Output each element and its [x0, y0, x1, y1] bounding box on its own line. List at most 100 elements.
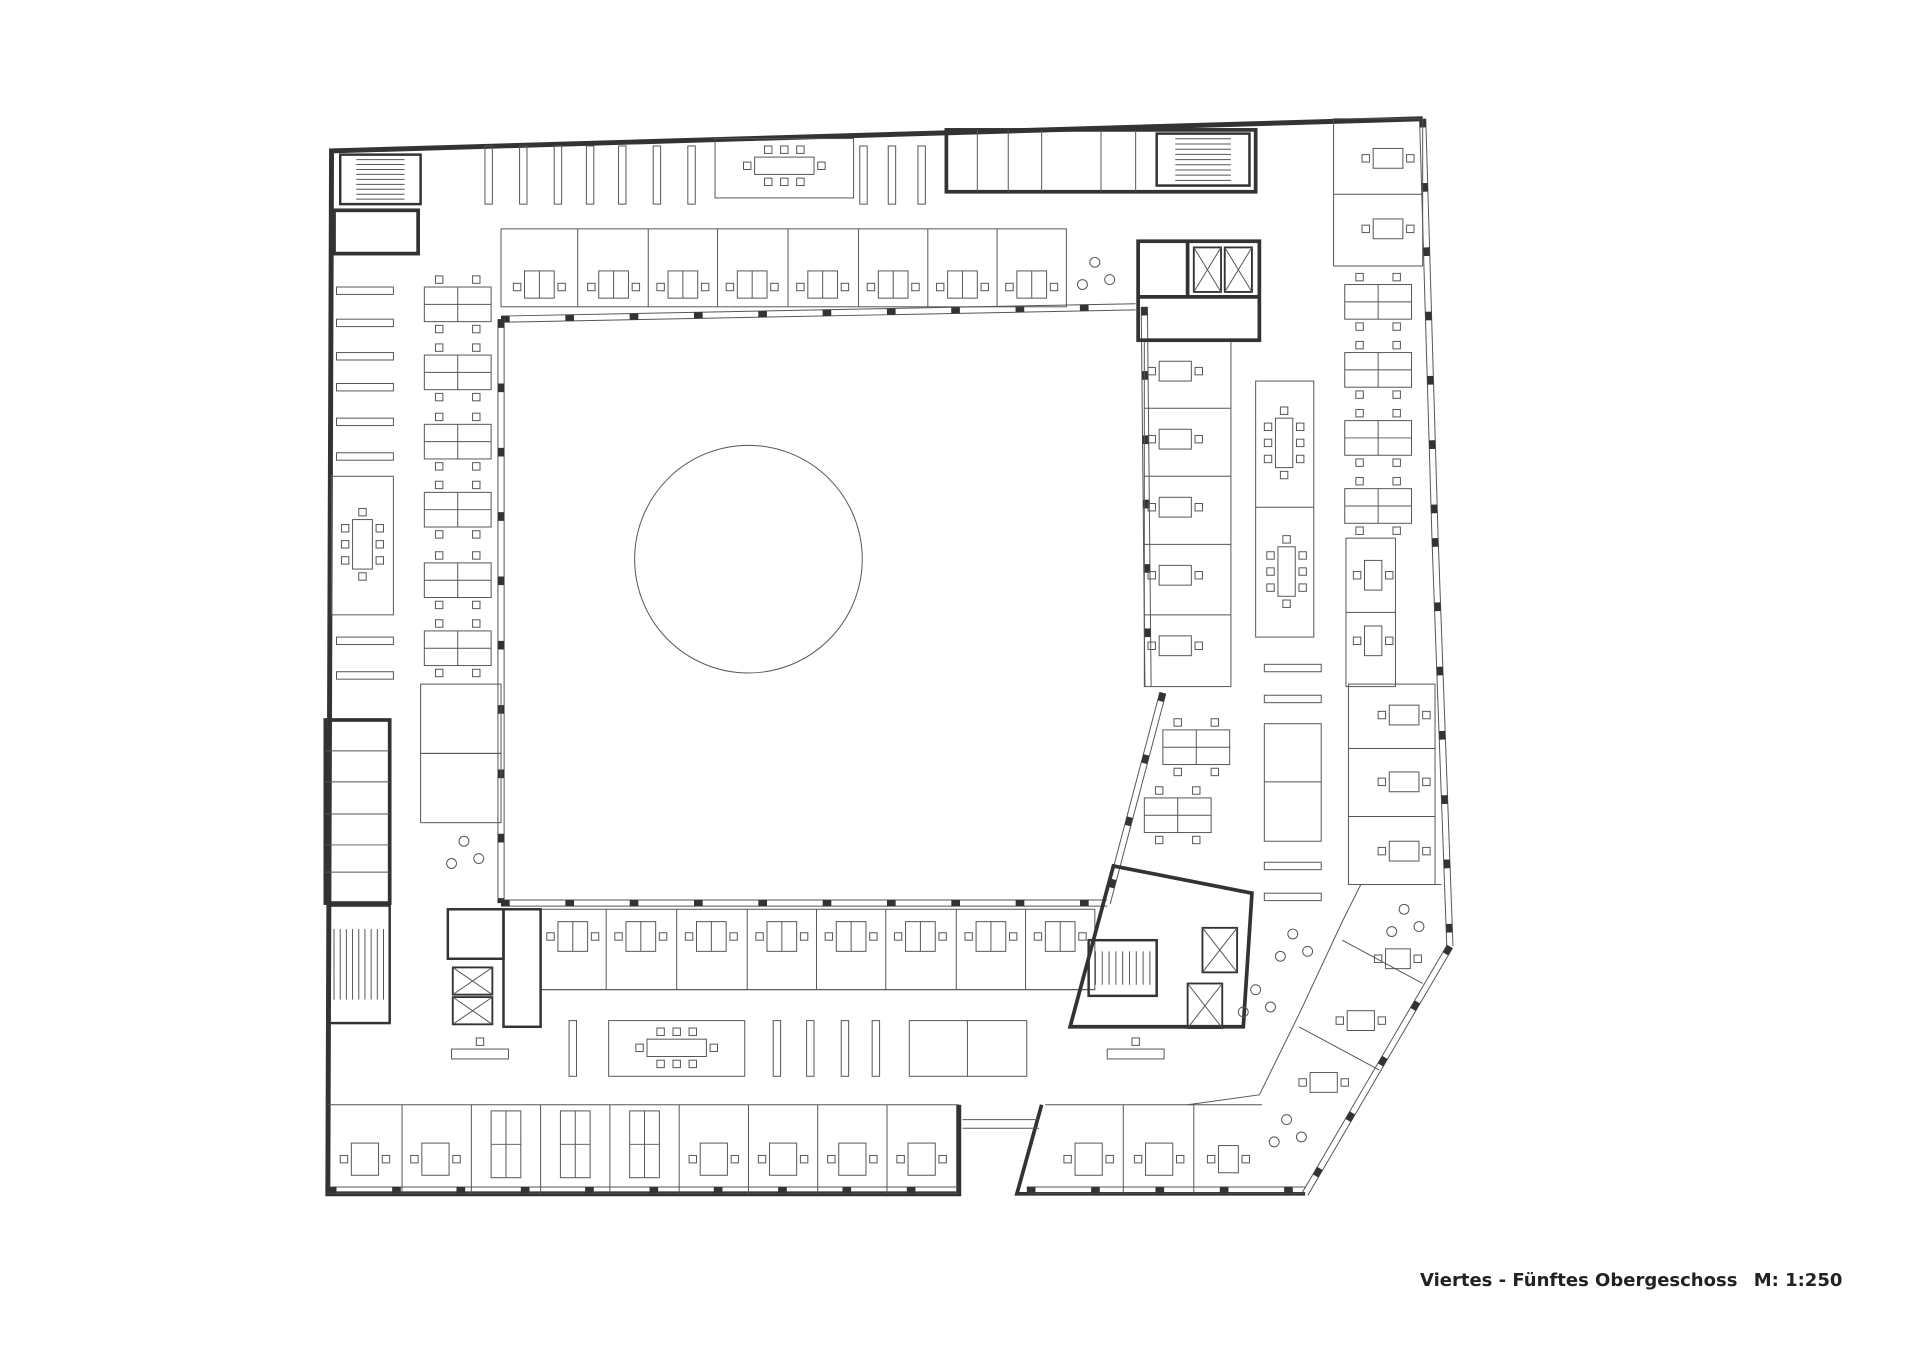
chair: [672, 1027, 681, 1036]
chair: [472, 600, 481, 610]
desk: [1388, 840, 1420, 862]
lounge-chair: [1386, 926, 1398, 937]
office-partition: [1342, 939, 1423, 984]
chair: [434, 324, 444, 334]
chair: [434, 343, 444, 352]
chair: [730, 1154, 740, 1164]
chair: [1392, 477, 1401, 486]
chair: [434, 412, 444, 422]
chair: [1147, 366, 1156, 376]
shelf: [652, 145, 662, 205]
courtyard-wall-north-glass: [500, 303, 1136, 317]
chair: [1392, 458, 1401, 467]
chair: [866, 282, 876, 292]
lounge-chair: [1089, 256, 1101, 268]
chair: [1355, 272, 1364, 282]
elevator-cross: [452, 996, 493, 1025]
chair: [656, 1027, 665, 1036]
chair: [964, 932, 973, 941]
shelf: [1263, 861, 1322, 871]
chair: [472, 551, 481, 560]
chair: [472, 619, 481, 628]
lounge-chair: [1287, 928, 1299, 940]
chair: [1279, 470, 1289, 480]
room: [908, 1020, 1028, 1077]
desk: [1388, 704, 1420, 726]
chair: [1355, 390, 1364, 399]
chair: [1355, 477, 1364, 486]
desk: [768, 1142, 798, 1176]
lounge-chair: [1302, 945, 1314, 957]
chair: [1210, 767, 1220, 777]
facade-southeast-pier: [1302, 944, 1453, 1196]
chair: [1298, 1078, 1307, 1087]
chair: [688, 1027, 697, 1036]
shelf: [1263, 663, 1322, 673]
chair: [1377, 710, 1387, 720]
chair: [1295, 422, 1305, 432]
desk: [1158, 428, 1192, 450]
desk: [1364, 559, 1383, 591]
chair: [557, 282, 566, 292]
facade-east-pier: [1431, 538, 1453, 947]
chair: [375, 524, 384, 533]
desk: [699, 1142, 728, 1176]
room: [420, 752, 502, 824]
chair: [980, 282, 989, 292]
elevator-shaft: [1201, 926, 1239, 974]
chair: [1422, 777, 1431, 787]
stair: [1155, 132, 1251, 187]
chair: [780, 177, 789, 187]
chair: [434, 551, 444, 560]
chair: [434, 275, 444, 284]
chair: [1340, 1078, 1349, 1087]
chair: [631, 282, 641, 292]
shelf: [335, 452, 394, 461]
lounge-chair: [458, 835, 470, 847]
chair: [729, 932, 738, 941]
chair: [764, 177, 773, 187]
chair: [1422, 846, 1431, 856]
reception-desk: [451, 1048, 509, 1060]
chair: [434, 600, 444, 610]
chair: [796, 177, 805, 187]
chair: [757, 1154, 767, 1164]
lounge-chair: [1295, 1131, 1307, 1143]
chair: [1355, 340, 1364, 350]
chair: [672, 1059, 681, 1069]
shaft: [502, 908, 542, 1029]
desk: [1346, 1010, 1375, 1031]
chair: [1422, 710, 1431, 720]
shelf: [585, 145, 595, 205]
chair: [840, 282, 850, 292]
chair: [1194, 641, 1203, 650]
chair: [725, 282, 735, 292]
chair: [1194, 366, 1203, 376]
chair: [472, 412, 481, 422]
chair: [656, 282, 665, 292]
elevator-cross: [452, 967, 493, 996]
chair: [827, 1154, 836, 1164]
chair: [1352, 571, 1362, 580]
lounge-chair: [473, 853, 485, 864]
chair: [893, 932, 903, 941]
conference-table: [1274, 417, 1294, 469]
chair: [1355, 322, 1364, 331]
chair: [1295, 454, 1305, 464]
chair: [1282, 535, 1291, 544]
facade-east-pier: [1419, 118, 1439, 539]
desk: [1372, 147, 1404, 169]
shelf: [887, 145, 897, 205]
room: [420, 683, 502, 754]
office-partition: [1298, 1026, 1380, 1071]
chair: [1413, 954, 1422, 963]
chair: [434, 619, 444, 628]
room: [323, 718, 392, 905]
corridor-line: [1187, 884, 1442, 1106]
chair: [770, 282, 779, 292]
chair: [1194, 503, 1203, 512]
shelf: [553, 145, 563, 205]
chair: [896, 1154, 905, 1164]
chair: [339, 1154, 349, 1164]
chair: [656, 1059, 665, 1069]
